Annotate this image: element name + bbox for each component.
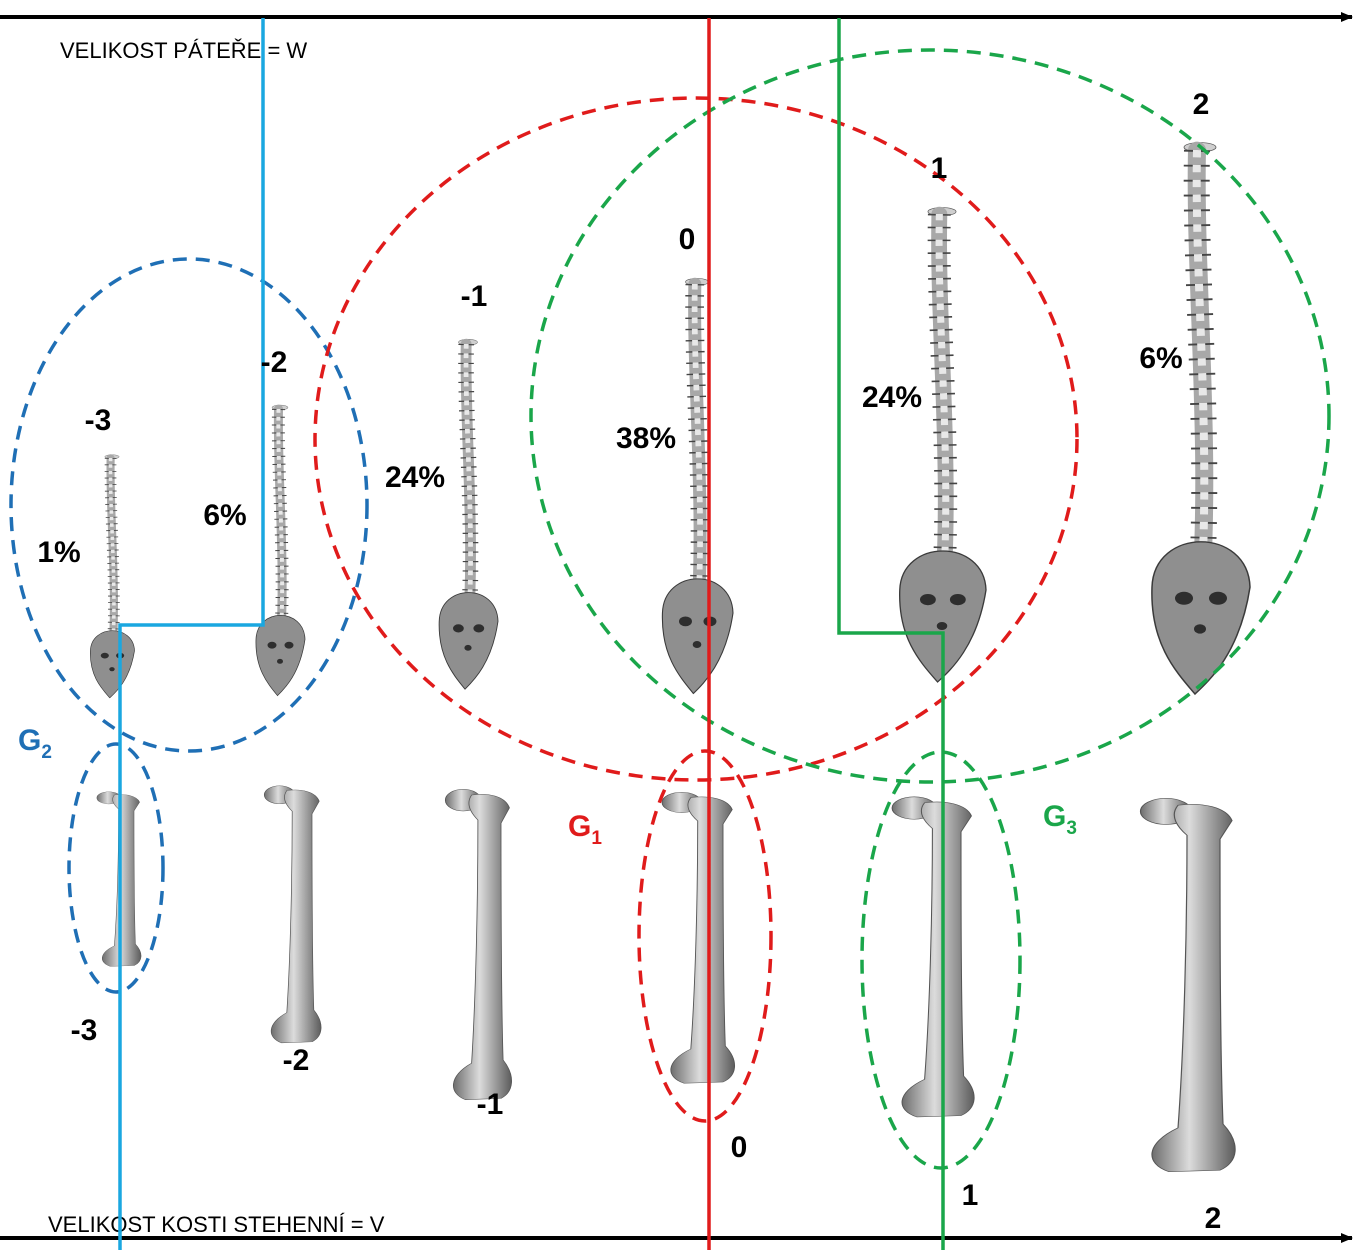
spine-axis-label: VELIKOST PÁTEŘE = W [60,38,307,63]
spine-score-label: 1 [931,152,948,185]
spine-score-label: 2 [1193,88,1210,121]
spine-percentage-label: 6% [203,499,246,532]
group-label-g1: G1 [568,810,602,849]
spine-image-0 [662,278,733,693]
spine-percentage-label: 1% [37,536,80,569]
femur-score-label: -2 [283,1044,310,1077]
spine-image-neg1 [439,339,498,689]
femur-score-label: -3 [71,1014,98,1047]
spine-percentage-label: 24% [385,461,445,494]
femur-score-label: 1 [962,1179,979,1212]
spine-score-label: 0 [679,223,696,256]
g2-cutoff-line [120,18,263,1250]
femur-axis-label: VELIKOST KOSTI STEHENNÍ = V [48,1212,385,1237]
spine-percentage-label: 24% [862,381,922,414]
group-g2-spine-ellipse [11,259,367,751]
group-label-g3: G3 [1043,800,1077,839]
femur-score-label: -1 [477,1088,504,1121]
femur-image-neg1 [445,789,511,1099]
femur-score-label: 0 [731,1131,748,1164]
group-label-g2: G2 [18,724,52,763]
spine-percentage-label: 38% [616,422,676,455]
spine-percentage-label: 6% [1139,342,1182,375]
femur-image-neg2 [264,786,321,1043]
spine-image-1 [900,208,986,682]
femur-image-0 [662,792,735,1083]
femur-image-1 [892,797,974,1117]
spine-score-label: -2 [261,346,288,379]
femur-score-label: 2 [1205,1202,1222,1235]
spine-image-neg3 [90,455,134,698]
femur-image-2 [1141,798,1236,1171]
spine-score-label: -1 [461,280,488,313]
spine-image-2 [1152,143,1250,694]
spine-score-label: -3 [85,404,112,437]
